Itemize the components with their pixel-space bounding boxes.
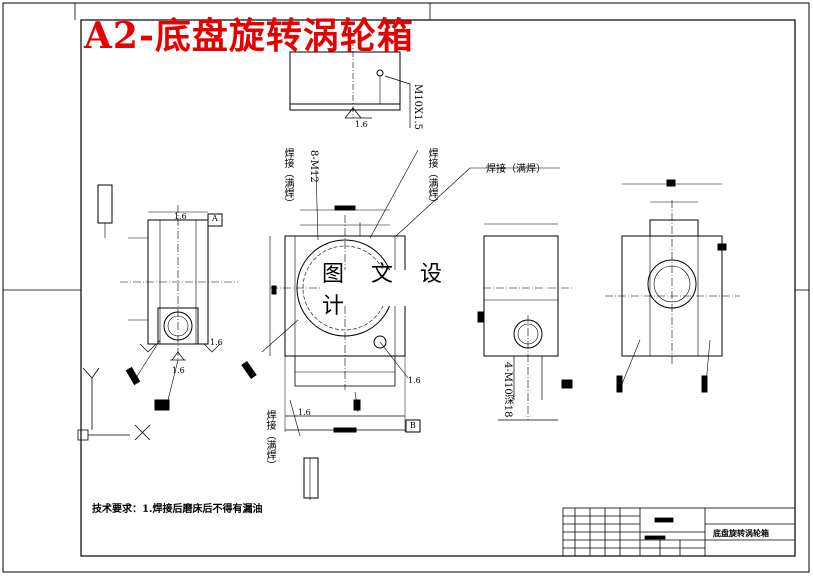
title-block-drawing-name: 底盘旋转涡轮箱 xyxy=(713,528,769,538)
flange-view xyxy=(605,179,740,393)
weld-label-right: 焊接（满焊） xyxy=(426,148,437,208)
watermark: 图 文 设 计 xyxy=(322,262,482,319)
roughness-d: 1.6 xyxy=(408,376,421,385)
left-side-view xyxy=(97,184,238,411)
side-section-view xyxy=(470,223,573,421)
border-ticks xyxy=(3,3,809,291)
inner-frame xyxy=(80,19,796,557)
roughness-b: 1.6 xyxy=(172,366,185,375)
ucs-axis-icon xyxy=(77,367,151,441)
roughness-a: 1.6 xyxy=(174,212,187,221)
thread-label-m10: M10X1.5 xyxy=(412,84,423,130)
top-partial-view xyxy=(289,40,411,128)
roughness-e: 1.6 xyxy=(298,408,311,417)
hole-label-8: 8-M12 xyxy=(308,150,319,183)
technical-requirements: 技术要求：1.焊接后磨床后不得有漏油 xyxy=(92,504,263,515)
roughness-top: 1.6 xyxy=(355,120,368,129)
title-block xyxy=(562,507,796,557)
weld-label-bottom: 焊接（满焊） xyxy=(264,410,275,470)
weld-label-left: 焊接（满焊） xyxy=(282,148,293,208)
hole-label-4: 4-M10深18 xyxy=(502,362,513,418)
roughness-c: 1.6 xyxy=(210,338,223,347)
datum-b: B xyxy=(410,421,416,430)
drawing-title: A2-底盘旋转涡轮箱 xyxy=(84,15,414,57)
datum-a: A xyxy=(212,214,218,223)
weld-label-full: 焊接（满焊） xyxy=(486,164,546,175)
